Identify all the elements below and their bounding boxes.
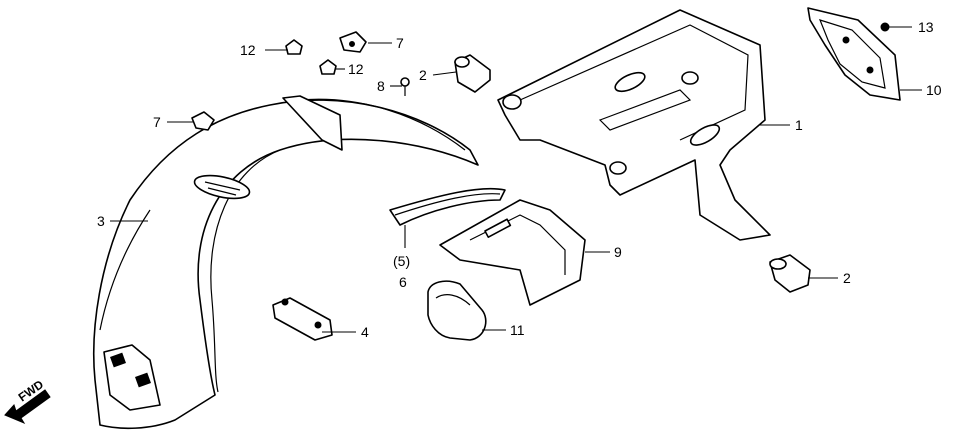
clip-7-lower <box>191 111 215 131</box>
callout-labels: 12 7 12 8 2 7 3 1 13 10 9 2 (5) 6 4 11 <box>97 19 942 340</box>
callout-7-upper: 7 <box>396 35 404 51</box>
callout-10: 10 <box>926 82 942 98</box>
nut-12-lower <box>319 59 337 75</box>
rear-fender <box>92 95 479 430</box>
callout-6: 6 <box>399 274 407 290</box>
seat-cowl <box>497 9 771 241</box>
callout-1: 1 <box>795 117 803 133</box>
leader-lines <box>110 26 922 333</box>
fwd-arrow: FWD <box>4 377 51 425</box>
grommet-upper <box>454 54 491 93</box>
callout-8: 8 <box>377 78 385 94</box>
callout-2-upper: 2 <box>419 67 427 83</box>
grommet-lower <box>769 254 811 293</box>
callout-11: 11 <box>510 322 525 338</box>
screw-13 <box>880 22 890 32</box>
callout-12-lower: 12 <box>348 61 364 77</box>
callout-5: (5) <box>393 253 410 269</box>
mudflap-strip <box>389 187 506 226</box>
nut-12-upper <box>285 39 303 55</box>
screw-8 <box>400 77 410 96</box>
callout-13: 13 <box>918 19 934 35</box>
callout-2-lower: 2 <box>843 270 851 286</box>
reflector <box>427 280 487 341</box>
callout-12-upper: 12 <box>240 42 256 58</box>
callout-4: 4 <box>361 324 369 340</box>
mounting-bracket <box>439 199 586 306</box>
callout-7-lower: 7 <box>153 114 161 130</box>
callout-9: 9 <box>614 244 622 260</box>
clip-7-upper <box>339 31 367 53</box>
license-plate-bracket <box>807 7 901 101</box>
small-bracket <box>272 297 333 341</box>
callout-3: 3 <box>97 213 105 229</box>
